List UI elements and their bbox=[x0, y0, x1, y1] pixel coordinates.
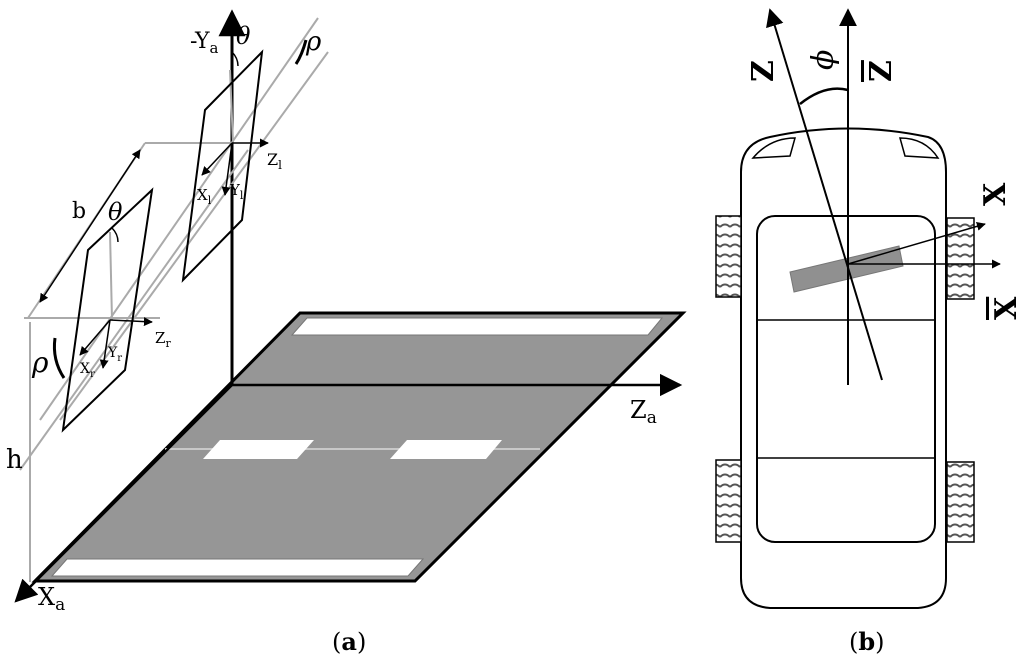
phi-arc bbox=[799, 87, 849, 105]
wheel-rear-right bbox=[946, 461, 975, 543]
yr-axis bbox=[99, 319, 111, 369]
caption-b: (b) bbox=[849, 627, 885, 656]
xa-axis bbox=[14, 384, 233, 603]
baseline-arrow bbox=[39, 149, 141, 303]
rho-arc-right bbox=[52, 337, 66, 379]
yr-label: Yr bbox=[107, 345, 122, 364]
neg-ya-label: -Ya bbox=[190, 29, 219, 57]
lane-dash-right bbox=[390, 440, 502, 459]
x-label: X bbox=[978, 182, 1013, 206]
z-bar-label: Z bbox=[864, 60, 899, 82]
left-camera-plane bbox=[181, 49, 264, 283]
panel-b: Z ϕ Z X X (b) bbox=[715, 8, 1024, 656]
theta-right-label: θ bbox=[108, 198, 123, 226]
z-axis bbox=[766, 8, 883, 381]
lane-marking-top bbox=[290, 317, 664, 336]
xr-axis bbox=[79, 319, 111, 356]
x-axis bbox=[847, 221, 986, 265]
headlight-left bbox=[751, 137, 796, 159]
caption-a: (a) bbox=[332, 627, 366, 656]
lane-marking-bottom bbox=[50, 558, 425, 577]
road-surface bbox=[31, 311, 687, 583]
rho-arc-left bbox=[294, 39, 308, 65]
yl-axis bbox=[221, 142, 233, 196]
baseline-label: b bbox=[72, 199, 86, 224]
x-bar-label: X bbox=[989, 296, 1024, 320]
rho-left-label: ρ bbox=[305, 27, 322, 57]
rho-right-label: ρ bbox=[31, 346, 49, 379]
xr-label: Xr bbox=[80, 361, 95, 380]
zl-label: Zl bbox=[267, 150, 282, 172]
wheel-rear-left bbox=[715, 459, 742, 543]
wheel-front-left bbox=[715, 215, 742, 298]
lane-dash-left bbox=[203, 440, 314, 459]
yl-label: Yl bbox=[229, 181, 244, 202]
car-cabin bbox=[756, 215, 936, 543]
right-camera-plane bbox=[61, 187, 154, 433]
za-label: Za bbox=[630, 396, 657, 428]
height-label: h bbox=[6, 445, 23, 475]
panel-a: -Ya θ ρ Zl Xl Yl b θ Zr Xr Yr ρ h Za Xa … bbox=[6, 9, 687, 656]
z-label: Z bbox=[746, 60, 781, 82]
phi-label: ϕ bbox=[806, 50, 841, 70]
theta-arc-left bbox=[231, 51, 239, 67]
xl-axis bbox=[201, 142, 233, 176]
zr-axis bbox=[109, 317, 153, 327]
wheel-front-right bbox=[946, 217, 975, 300]
headlight-right bbox=[899, 137, 940, 159]
theta-arc-right bbox=[111, 227, 119, 243]
xl-label: Xl bbox=[197, 186, 212, 207]
zr-label: Zr bbox=[155, 329, 171, 350]
stereo-camera-bar bbox=[789, 245, 904, 293]
xa-label: Xa bbox=[38, 583, 65, 615]
theta-left-label: θ bbox=[236, 22, 251, 50]
